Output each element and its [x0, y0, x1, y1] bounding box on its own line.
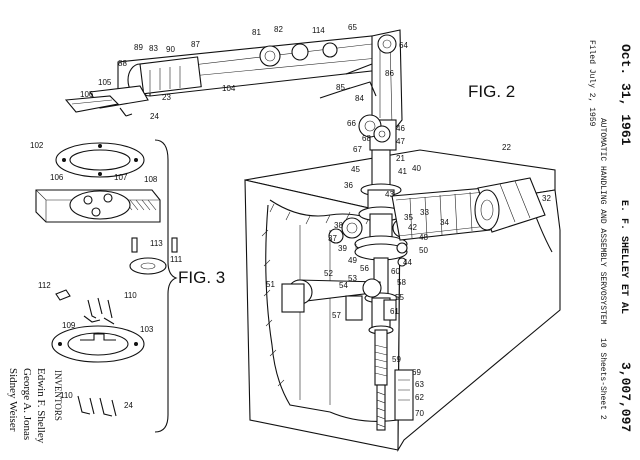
label-40: 40	[412, 164, 421, 173]
label-46: 46	[396, 124, 405, 133]
fig3-caption: FIG. 3	[178, 268, 225, 287]
fig3-exploded-parts	[35, 142, 178, 417]
label-38: 38	[334, 221, 343, 230]
label-61: 61	[390, 307, 399, 316]
label-49: 49	[348, 256, 357, 265]
label-112: 112	[38, 281, 51, 290]
fig2-belt-drive	[391, 177, 546, 241]
label-56: 56	[360, 264, 369, 273]
inventor-name-3: Sidney Weiser	[7, 368, 19, 432]
label-35: 35	[404, 213, 413, 222]
label-64: 64	[399, 41, 408, 50]
label-84: 84	[355, 94, 364, 103]
label-22: 22	[502, 143, 511, 152]
label-63: 63	[415, 380, 424, 389]
label-43: 43	[385, 190, 394, 199]
fig2-caption: FIG. 2	[468, 82, 515, 101]
label-107: 107	[114, 173, 128, 182]
label-59: 59	[392, 355, 401, 364]
label-37: 37	[328, 234, 337, 243]
inventors-block: INVENTORS Edwin F. Shelley George A. Jon…	[7, 368, 63, 444]
label-24-fig3: 24	[124, 401, 133, 410]
label-104: 104	[222, 84, 236, 93]
label-53: 53	[348, 274, 357, 283]
label-47: 47	[396, 137, 405, 146]
label-85: 85	[336, 83, 345, 92]
label-52: 52	[324, 269, 333, 278]
label-108: 108	[144, 175, 158, 184]
label-54: 54	[339, 281, 348, 290]
label-57: 57	[332, 311, 341, 320]
label-90: 90	[166, 45, 175, 54]
label-81: 81	[252, 28, 261, 37]
label-32: 32	[542, 194, 551, 203]
label-111: 111	[170, 255, 183, 264]
label-33: 33	[420, 208, 429, 217]
inventors-heading: INVENTORS	[53, 370, 63, 421]
label-105: 105	[98, 78, 112, 87]
label-21: 21	[396, 154, 405, 163]
label-44: 44	[403, 258, 412, 267]
label-89: 89	[134, 43, 143, 52]
label-34: 34	[440, 218, 449, 227]
inventor-name-1: Edwin F. Shelley	[35, 368, 47, 444]
label-50: 50	[419, 246, 428, 255]
label-102: 102	[30, 141, 44, 150]
fig2-shaft-gears	[281, 149, 414, 431]
label-62: 62	[415, 393, 424, 402]
label-70: 70	[415, 409, 424, 418]
label-55: 55	[395, 293, 404, 302]
label-106-fig3: 106	[50, 173, 64, 182]
patent-number: 3,007,097	[618, 362, 633, 432]
label-36: 36	[344, 181, 353, 190]
label-41: 41	[398, 167, 407, 176]
label-67: 67	[353, 145, 362, 154]
label-39: 39	[338, 244, 347, 253]
label-82: 82	[274, 25, 283, 34]
label-110-bottom: 110	[60, 391, 73, 400]
label-24: 24	[150, 112, 159, 121]
filed-date: Filed July 2, 1959	[587, 40, 596, 127]
label-58: 58	[397, 278, 406, 287]
label-48: 48	[419, 233, 428, 242]
label-110-top: 110	[124, 291, 137, 300]
label-103: 103	[140, 325, 154, 334]
label-86: 86	[385, 69, 394, 78]
fig2-arm-assembly	[64, 29, 403, 151]
label-109: 109	[62, 321, 76, 330]
label-87: 87	[191, 40, 200, 49]
inventor-line: E. F. SHELLEY ET AL	[618, 200, 629, 314]
label-83: 83	[149, 44, 158, 53]
fig2-labels: 81 82 114 65 64 89 83 90 87 88 105 106 2…	[80, 23, 551, 418]
fig3-labels: 102 106 107 108 113 111 112 110 109 103 …	[30, 141, 183, 410]
label-51: 51	[266, 280, 275, 289]
label-69: 69	[412, 368, 421, 377]
label-106: 106	[80, 90, 94, 99]
label-65: 65	[348, 23, 357, 32]
label-66: 66	[347, 119, 356, 128]
label-45: 45	[351, 165, 360, 174]
sheet-header: Oct. 31, 1961 E. F. SHELLEY ET AL 3,007,…	[587, 40, 633, 432]
label-23: 23	[162, 93, 171, 102]
label-113: 113	[150, 239, 163, 248]
patent-date: Oct. 31, 1961	[618, 44, 633, 146]
label-88: 88	[118, 59, 127, 68]
inventor-name-2: George A. Jonas	[21, 368, 33, 440]
label-60: 60	[391, 267, 400, 276]
fig3-brace	[154, 139, 178, 433]
patent-title: AUTOMATIC HANDLING AND ASSEMBLY SERVOSYS…	[598, 118, 607, 325]
label-114: 114	[312, 26, 325, 35]
label-68: 68	[362, 134, 371, 143]
label-42: 42	[408, 223, 417, 232]
sheet-count: 10 Sheets-Sheet 2	[598, 338, 607, 420]
